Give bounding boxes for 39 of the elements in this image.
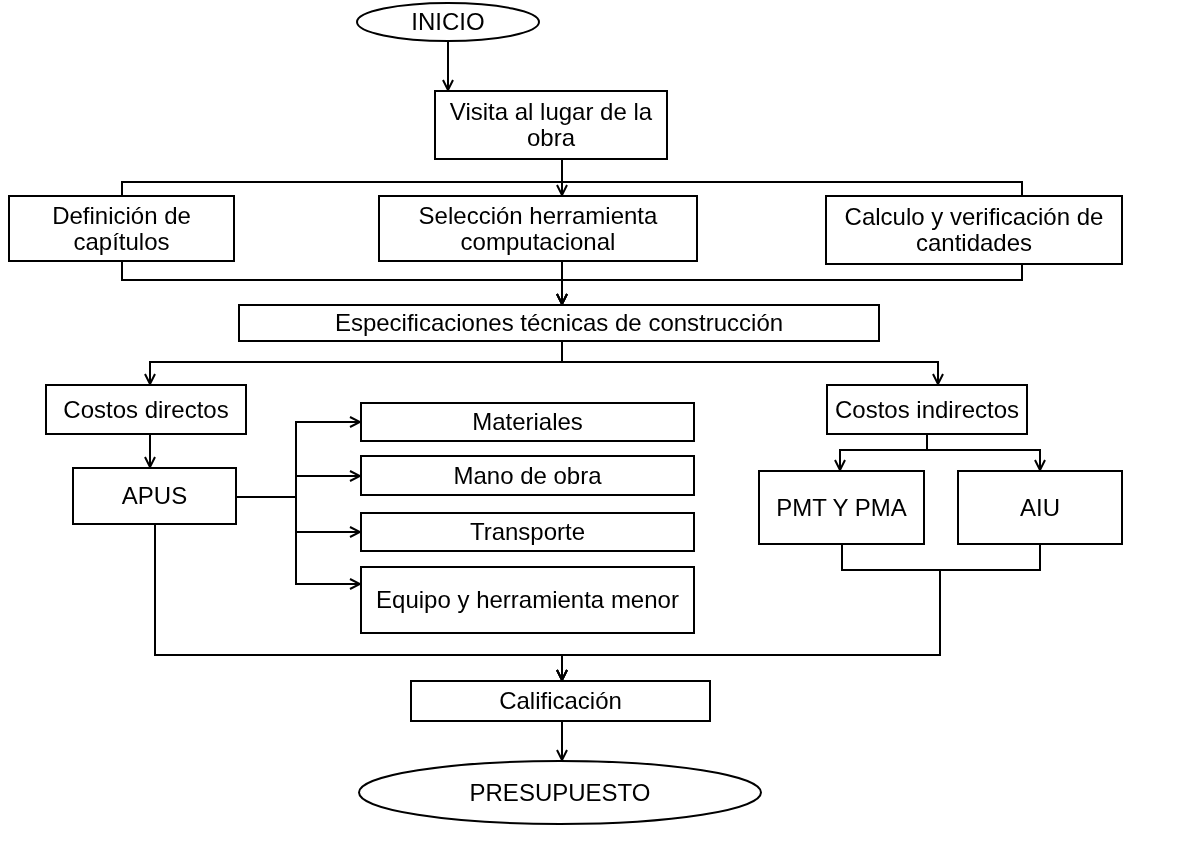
process-box	[8, 195, 235, 262]
arrow	[556, 721, 568, 761]
process-box	[434, 90, 668, 160]
process-box	[360, 402, 695, 442]
process-box	[360, 455, 695, 496]
node-label: AIU	[1020, 494, 1060, 521]
node-label: INICIO	[411, 9, 485, 35]
node-label: PRESUPUESTO	[469, 779, 651, 806]
node-label: Costos directos	[63, 396, 229, 423]
process-box	[360, 566, 695, 634]
node-label: Transporte	[469, 519, 586, 545]
node-label: APUS	[121, 483, 188, 509]
node-label: Selección herramienta computacional	[417, 202, 659, 255]
node-label: Materiales	[472, 409, 583, 435]
node-label: Especificaciones técnicas de construcción	[334, 310, 784, 336]
process-box	[378, 195, 698, 262]
node-label: Mano de obra	[453, 462, 602, 489]
arrow	[144, 434, 156, 468]
node-label: PMT Y PMA	[776, 494, 907, 521]
process-box	[825, 195, 1123, 265]
node-label: Visita al lugar de la obra	[448, 99, 654, 151]
node-label: Calculo y verificación de cantidades	[843, 204, 1105, 256]
node-label: Definición de capítulos	[51, 202, 192, 255]
process-box	[238, 304, 880, 342]
process-box	[360, 512, 695, 552]
arrow	[926, 434, 1046, 471]
process-box	[72, 467, 237, 525]
arrow	[442, 41, 454, 91]
process-box	[45, 384, 247, 435]
node-label: Calificación	[499, 688, 622, 714]
arrow	[556, 264, 1023, 305]
process-box	[957, 470, 1123, 545]
arrow	[556, 544, 1041, 681]
process-box	[758, 470, 925, 545]
process-box	[410, 680, 711, 722]
node-label: Equipo y herramienta menor	[376, 587, 679, 613]
arrow	[236, 496, 361, 590]
node-label: Costos indirectos	[834, 396, 1020, 423]
process-box	[826, 384, 1028, 435]
